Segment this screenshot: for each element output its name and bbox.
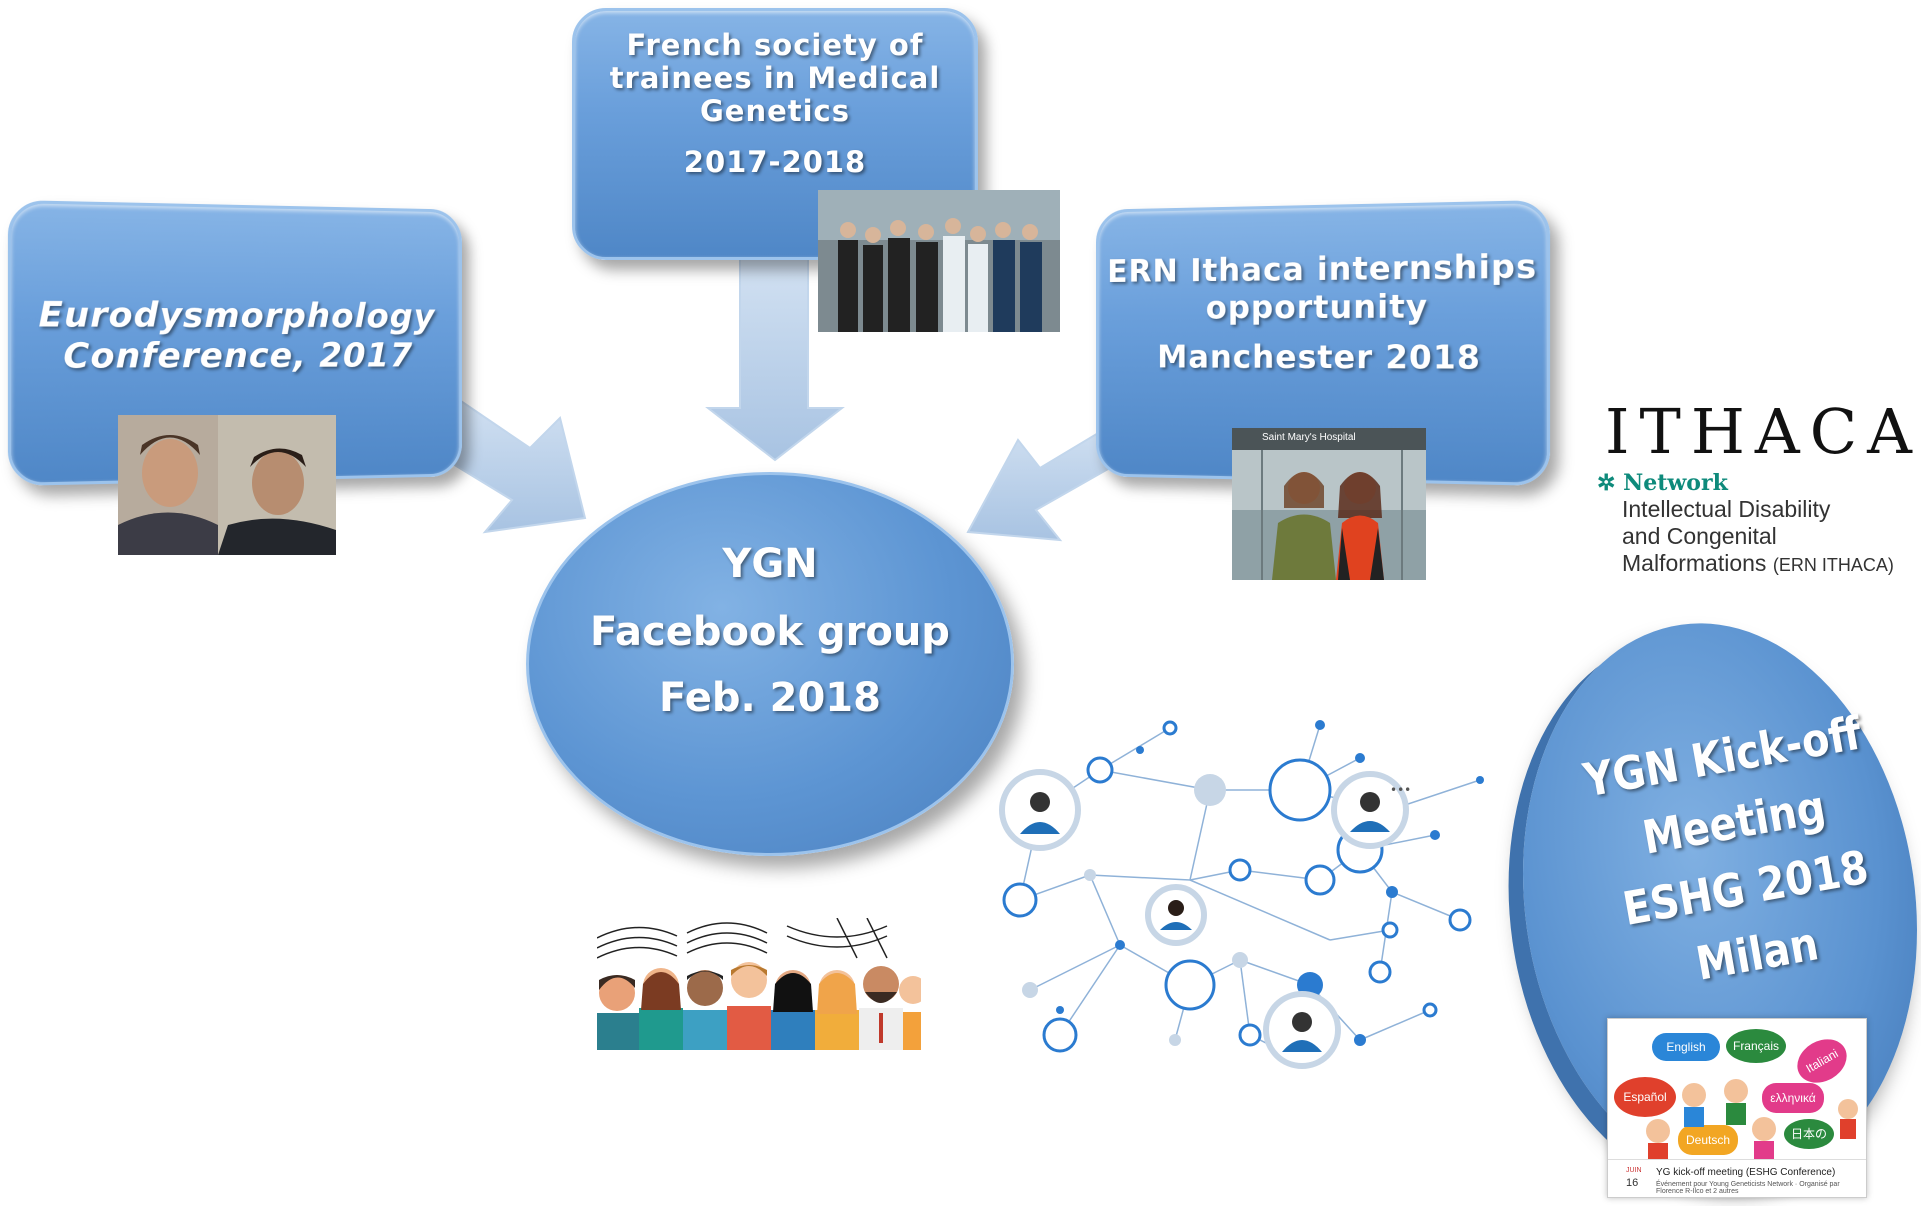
event-month: JUIN (1626, 1167, 1642, 1174)
ygn-date-label: Feb. 2018 (529, 675, 1011, 721)
ithaca-desc-2: and Congenital (1622, 523, 1894, 550)
event-title[interactable]: YG kick-off meeting (ESHG Conference) (1656, 1167, 1835, 1178)
french-society-years: 2017-2018 (575, 146, 975, 179)
ygn-facebook-group-circle: YGN Facebook group Feb. 2018 (526, 472, 1014, 856)
ithaca-network-label: Network (1623, 470, 1728, 496)
children-illustration (1608, 1019, 1866, 1159)
ithaca-desc-3: Malformations (1622, 550, 1766, 576)
ithaca-desc-1: Intellectual Disability (1622, 496, 1894, 523)
event-day: 16 (1626, 1177, 1638, 1189)
photo-two-men (118, 415, 336, 555)
ithaca-desc-suffix: (ERN ITHACA) (1773, 555, 1894, 575)
ithaca-network: ✲ Network (1597, 470, 1728, 496)
person-icon (1002, 772, 1078, 848)
event-subtitle: Événement pour Young Geneticists Network… (1656, 1181, 1866, 1195)
ithaca-description: Intellectual Disability and Congenital M… (1622, 496, 1894, 579)
facebook-group-label: Facebook group (529, 607, 1011, 657)
ern-ithaca-title: ERN Ithaca internships opportunity (1099, 247, 1547, 327)
crowd-illustration (597, 918, 921, 1050)
photo-group (818, 190, 1060, 332)
eurodysmorphology-title: Eurodysmorphology Conference, 2017 (11, 294, 459, 377)
event-card: English Français Italiani Español ελληνι… (1607, 1018, 1867, 1198)
ygn-label: YGN (529, 541, 1011, 587)
network-icon: ✲ (1597, 470, 1623, 496)
network-graphic: ••• (950, 710, 1520, 1070)
hospital-sign: Saint Mary's Hospital (1262, 432, 1356, 443)
kickoff-text: YGN Kick-off Meeting ESHG 2018 Milan (1574, 699, 1906, 1012)
french-society-title: French society of trainees in Medical Ge… (575, 29, 975, 128)
svg-text:•••: ••• (1390, 783, 1411, 797)
ern-ithaca-year: Manchester 2018 (1099, 338, 1547, 377)
ithaca-wordmark: ITHACA (1605, 395, 1921, 468)
photo-hospital: Saint Mary's Hospital (1232, 428, 1426, 580)
